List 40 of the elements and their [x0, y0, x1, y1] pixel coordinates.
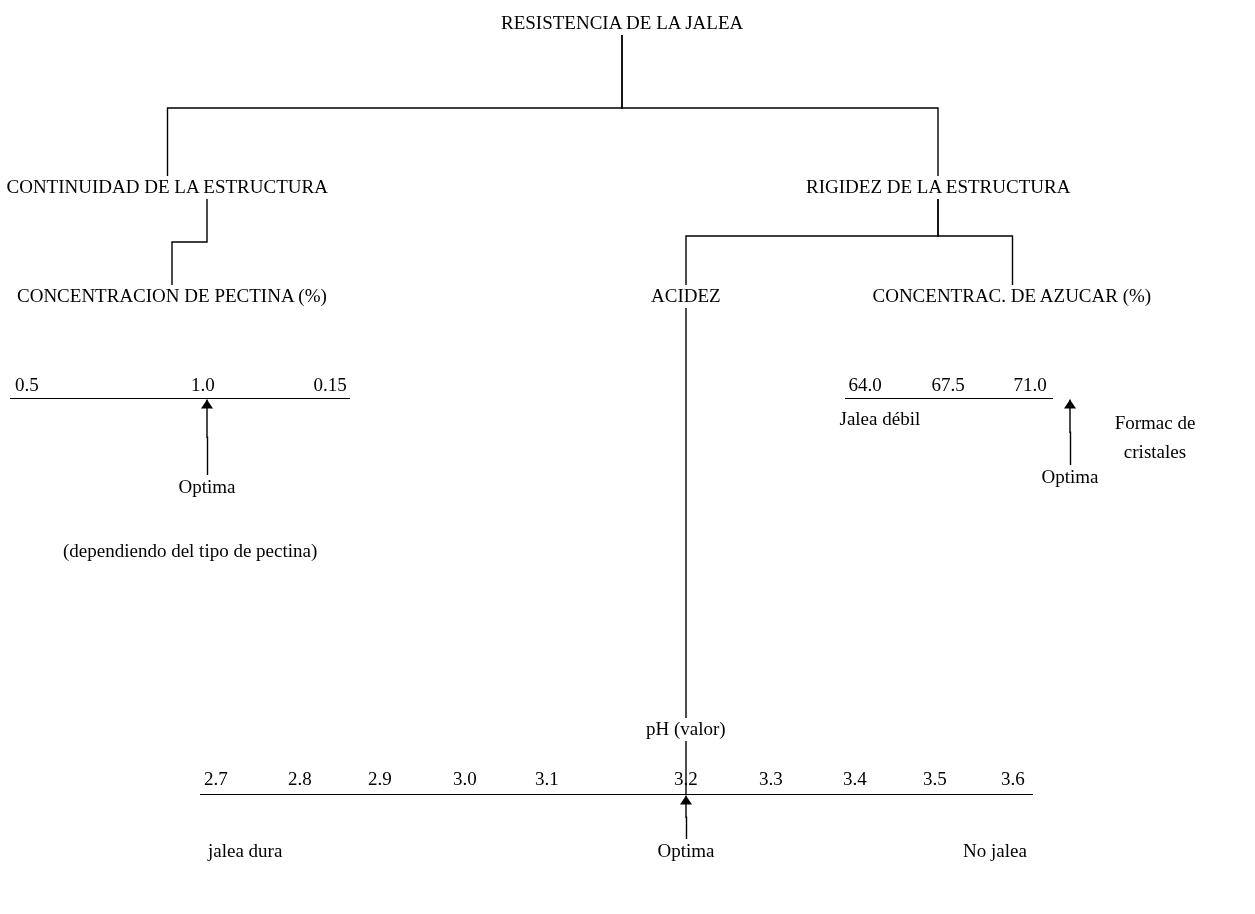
scale-line	[10, 398, 350, 399]
tick-value: 64.0	[848, 374, 882, 396]
optimum-label: Optima	[1041, 466, 1099, 488]
branch-label: RIGIDEZ DE LA ESTRUCTURA	[806, 176, 1071, 198]
range-note: jalea dura	[208, 840, 283, 862]
tick-value: 2.9	[368, 768, 392, 790]
root-label: RESISTENCIA DE LA JALEA	[501, 12, 744, 34]
branch-label: CONTINUIDAD DE LA ESTRUCTURA	[6, 176, 328, 198]
factor-label: CONCENTRAC. DE AZUCAR (%)	[872, 285, 1152, 307]
scale-line	[845, 398, 1053, 399]
tick-value: 67.5	[931, 374, 965, 396]
factor-label: CONCENTRACION DE PECTINA (%)	[17, 285, 327, 307]
optimum-label: Optima	[178, 476, 236, 498]
optimum-label: Optima	[657, 840, 715, 862]
tick-value: 2.8	[288, 768, 312, 790]
note-text: (dependiendo del tipo de pectina)	[63, 540, 318, 562]
scale-line	[200, 794, 1033, 795]
connector-line	[937, 198, 1014, 286]
tick-value: 3.0	[453, 768, 477, 790]
range-note: Jalea débil	[839, 408, 921, 430]
scale-title: pH (valor)	[646, 718, 726, 740]
arrow	[681, 794, 691, 840]
connector-line	[171, 198, 208, 286]
connector-line	[621, 34, 939, 177]
tick-value: 1.0	[191, 374, 215, 396]
tick-value: 3.1	[535, 768, 559, 790]
tick-value: 2.7	[204, 768, 228, 790]
tick-value: 0.5	[15, 374, 39, 396]
tick-value: 3.4	[843, 768, 867, 790]
arrow	[1065, 398, 1075, 466]
arrow	[202, 398, 212, 476]
tick-value: 3.5	[923, 768, 947, 790]
factor-label: ACIDEZ	[651, 285, 721, 307]
tick-value: 0.15	[313, 374, 347, 396]
tick-value: 3.6	[1001, 768, 1025, 790]
tick-value: 3.3	[759, 768, 783, 790]
connector-line	[685, 307, 687, 719]
tick-value: 71.0	[1013, 374, 1047, 396]
range-note: No jalea	[963, 840, 1027, 862]
range-note: Formac de cristales	[1113, 411, 1197, 464]
